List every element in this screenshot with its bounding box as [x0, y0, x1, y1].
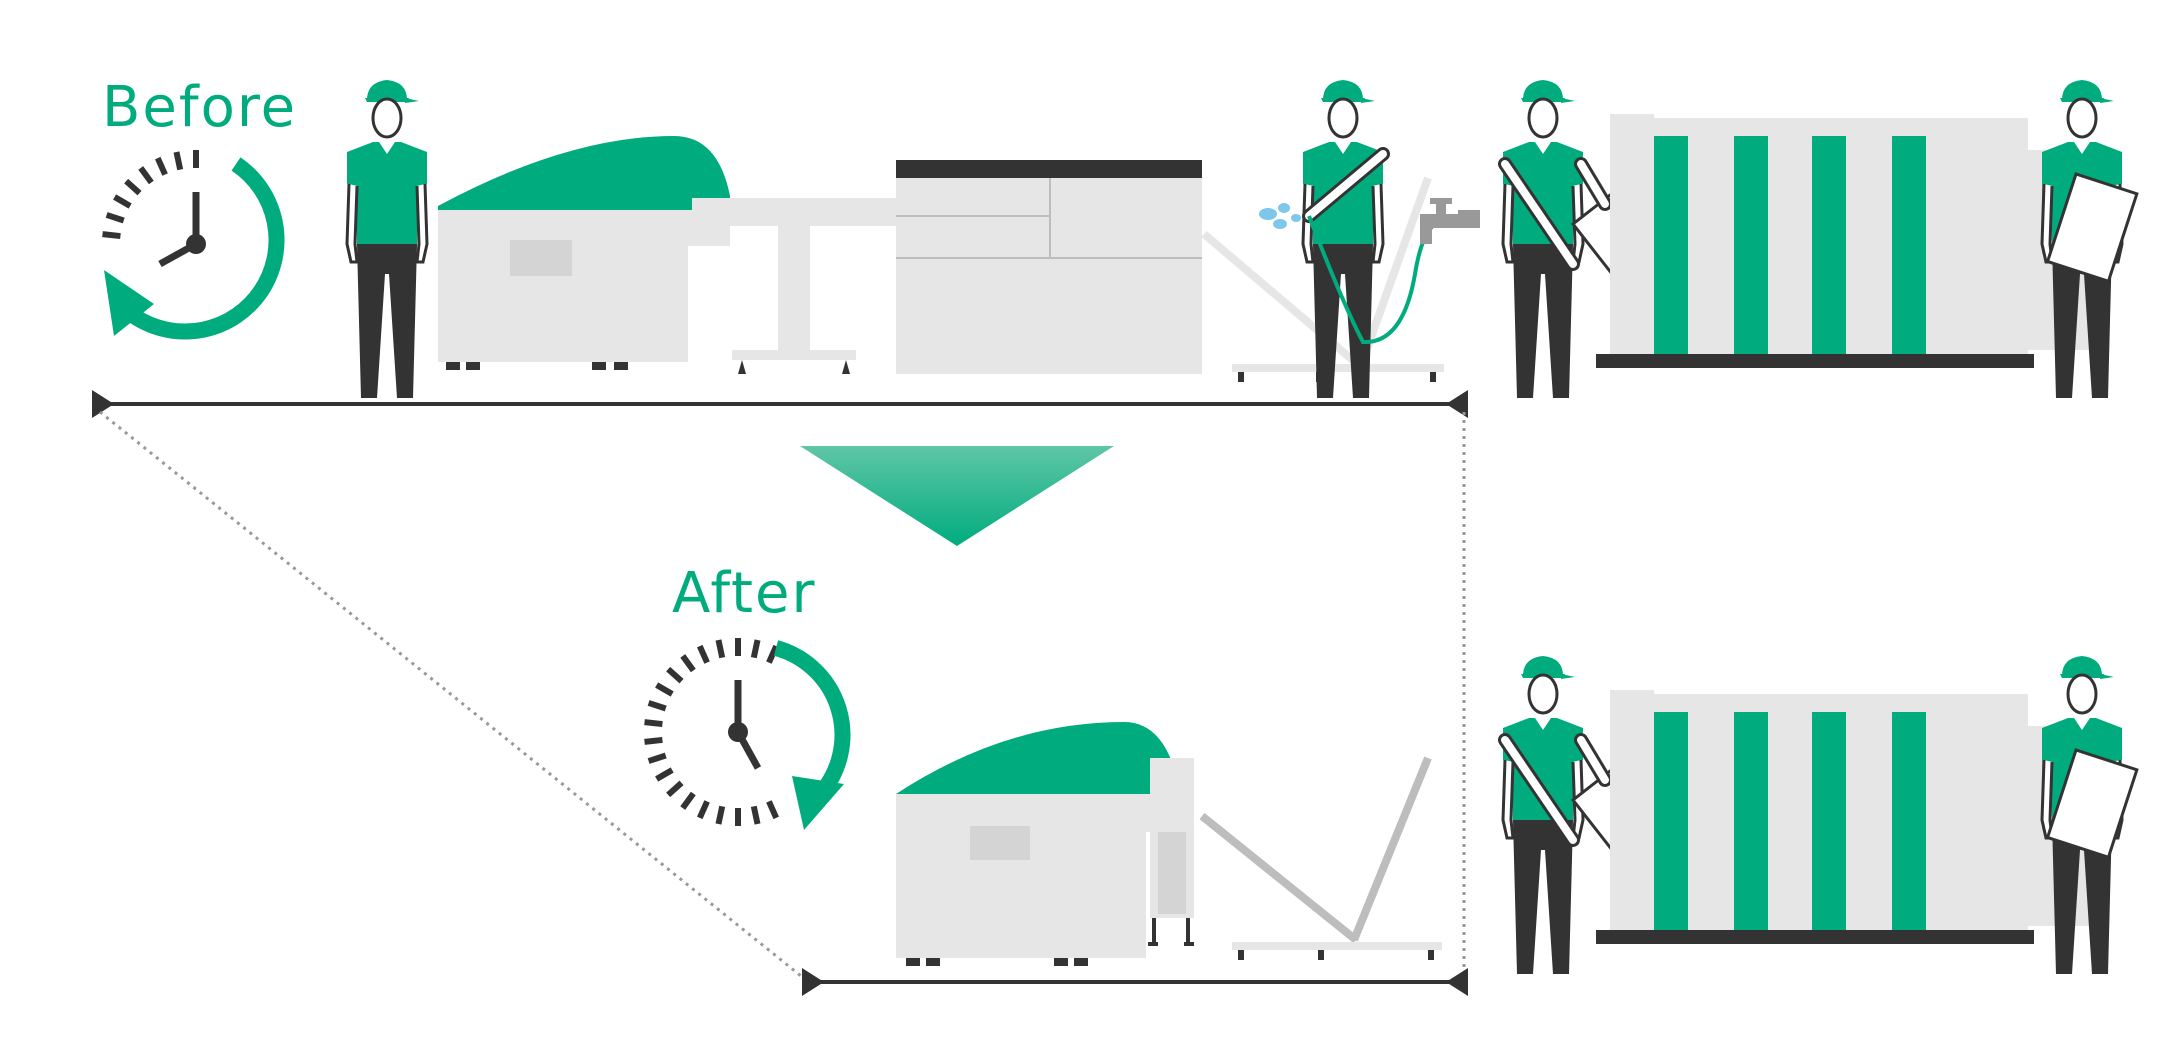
clock-tick	[647, 752, 667, 764]
clock-tick	[124, 178, 142, 196]
before-worker-unloading	[2042, 80, 2137, 398]
before-conveyor-table	[692, 198, 900, 374]
clock-tick	[644, 719, 663, 728]
clock-tick	[766, 644, 779, 664]
before-clock-icon	[102, 150, 285, 340]
clock-tick	[766, 800, 779, 820]
before-worker-operator	[345, 78, 429, 400]
clock-tick	[138, 166, 154, 185]
before-worker-washing	[1301, 78, 1444, 400]
clock-tick	[655, 767, 674, 782]
before-title: Before	[102, 75, 297, 140]
clock-tick	[750, 639, 761, 659]
clock-tick	[666, 666, 684, 684]
faucet-icon	[1420, 198, 1480, 244]
clock-tick	[155, 156, 168, 176]
before-timeline	[92, 390, 1468, 418]
after-title: After	[672, 561, 816, 626]
clock-tick	[697, 800, 710, 820]
dotted-guide-lines	[99, 410, 1466, 984]
clock-tick	[680, 654, 696, 673]
clock-tick	[680, 791, 696, 810]
after-printing-press	[1596, 690, 2090, 944]
after-compact-unit	[1148, 758, 1194, 946]
clock-tick	[715, 639, 726, 659]
clock-tick	[697, 644, 710, 664]
clock-tick	[105, 212, 125, 224]
clock-tick	[113, 194, 132, 209]
after-timeline	[802, 968, 1468, 996]
after-clock-icon	[644, 638, 851, 830]
clock-tick	[173, 151, 184, 171]
water-spray-icon	[1259, 203, 1301, 229]
clock-tick	[647, 700, 667, 712]
clock-tick	[655, 682, 674, 697]
after-worker-unloading	[2042, 656, 2137, 974]
before-printing-press	[1596, 114, 2090, 368]
down-triangle-icon	[800, 446, 1114, 546]
before-plate-oven	[896, 160, 1202, 374]
after-stacker	[1199, 756, 1442, 960]
before-plate-processor	[438, 136, 730, 370]
clock-tick	[715, 805, 726, 825]
clock-tick	[644, 736, 663, 745]
clock-tick	[102, 231, 121, 240]
after-plate-processor	[896, 722, 1178, 966]
clock-tick	[750, 805, 761, 825]
clock-tick	[666, 780, 684, 798]
